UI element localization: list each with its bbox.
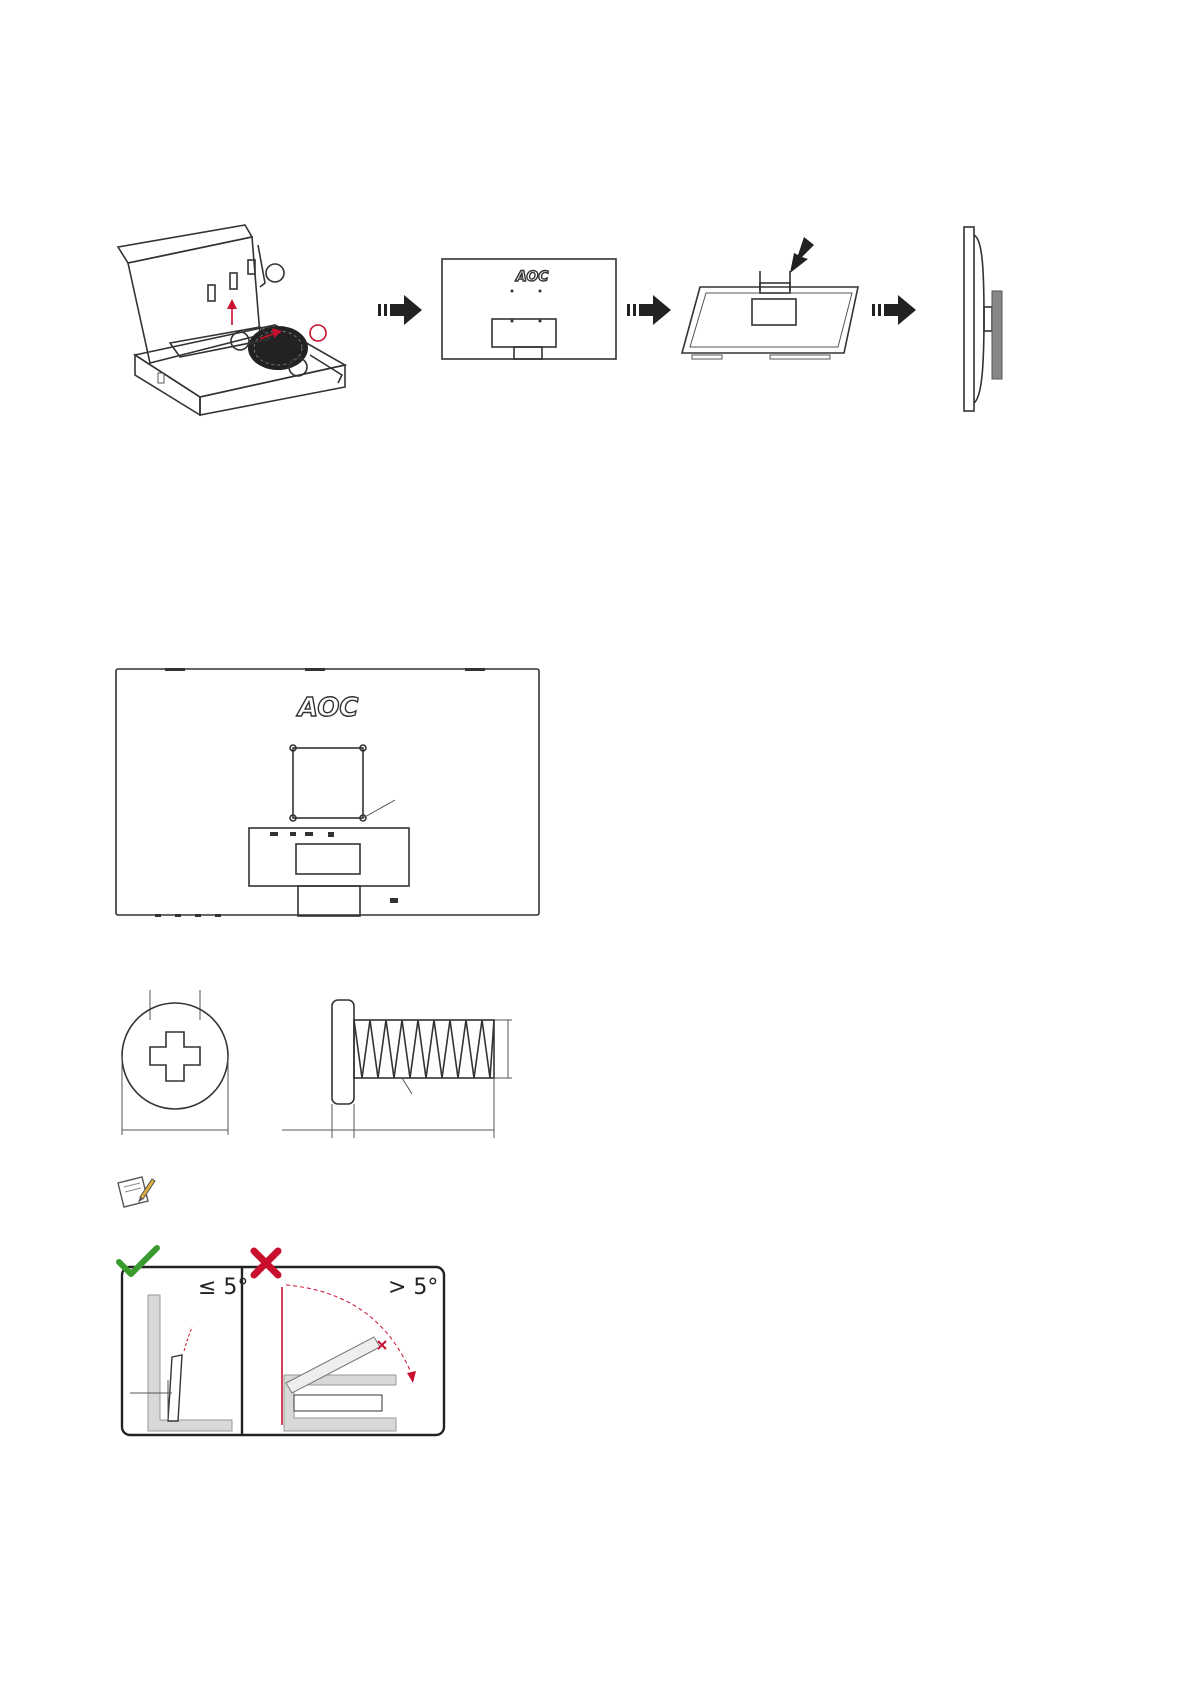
step-sequence: AOC: [100, 215, 1060, 455]
next-arrow-icon: [872, 295, 922, 325]
next-arrow-icon: [627, 295, 677, 325]
brand-logo: AOC: [515, 269, 549, 285]
monitor-back-vesa-diagram: AOC: [115, 668, 540, 918]
ok-angle-label: ≤ 5°: [198, 1275, 248, 1300]
next-arrow-icon: [378, 295, 428, 325]
tilt-angle-diagram: ≤ 5° > 5°: [116, 1245, 451, 1445]
bad-angle-label: > 5°: [388, 1275, 438, 1300]
screw-side-diagram: [282, 998, 512, 1143]
box-with-stand-icon: [100, 215, 380, 415]
red-cross-icon: [250, 1247, 282, 1279]
green-checkmark-icon: [116, 1245, 160, 1277]
note-pencil-icon: [116, 1175, 156, 1209]
brand-logo: AOC: [296, 693, 359, 723]
screw-head-diagram: [118, 990, 238, 1140]
wall-bracket-icon: [680, 235, 870, 375]
monitor-back-icon: AOC: [440, 257, 620, 367]
wall-mounted-monitor-icon: [960, 225, 1020, 415]
